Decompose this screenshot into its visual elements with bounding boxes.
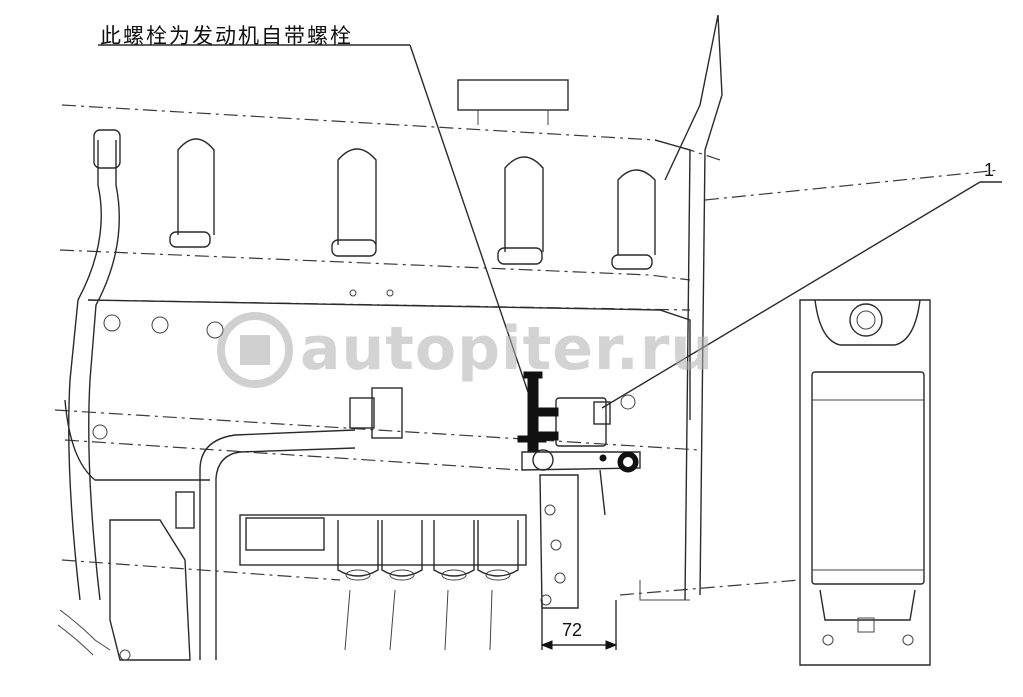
fuel-pipe-left <box>68 140 102 601</box>
frame-rail-front <box>654 139 691 601</box>
top-cap-block <box>457 79 569 111</box>
watermark-text: autopiter.ru <box>300 314 715 384</box>
dimension-72 <box>540 600 618 650</box>
fuel-filter <box>799 299 931 666</box>
caption-bolt-note: 此螺栓为发动机自带螺栓 <box>100 24 353 48</box>
callout-number: 1 <box>984 160 995 180</box>
frame-rail-rear <box>664 14 723 596</box>
dimension-label: 72 <box>562 620 583 640</box>
callout-leader-line <box>601 181 981 409</box>
relay-part-1 <box>517 371 639 473</box>
bent-pipe <box>199 429 356 660</box>
injection-pump <box>239 514 527 651</box>
head-top-outline <box>61 104 721 161</box>
lower-housing <box>109 519 191 661</box>
pipe-fitting <box>371 387 403 439</box>
relay-bracket <box>521 449 641 609</box>
head-bottom-outline <box>59 249 691 281</box>
intake-ports <box>169 138 656 270</box>
caption-leader-line <box>409 44 529 393</box>
watermark-logo <box>217 312 293 388</box>
